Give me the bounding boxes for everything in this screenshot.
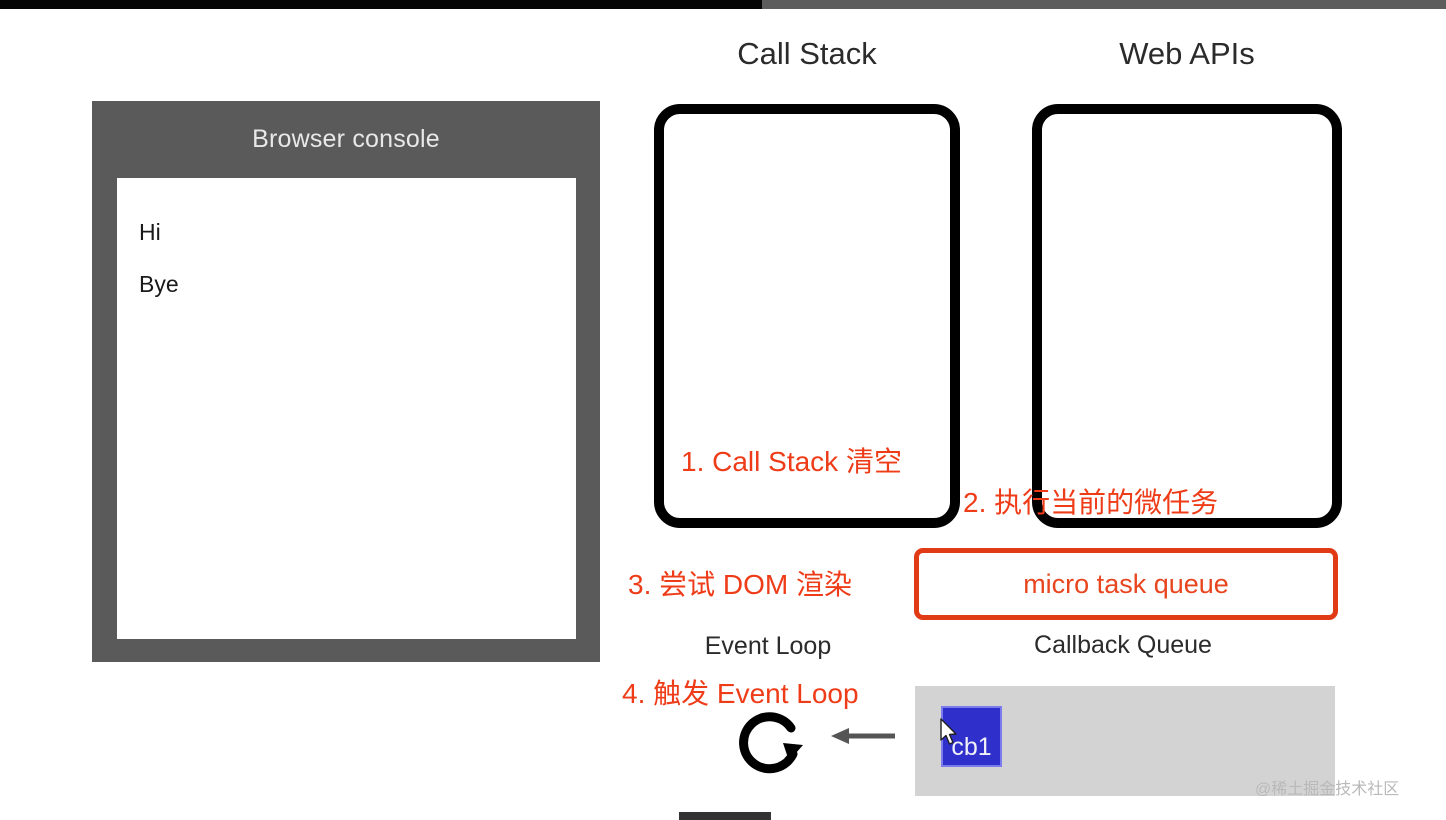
annotation-trigger-event-loop: 4. 触发 Event Loop: [622, 678, 859, 709]
event-loop-heading: Event Loop: [704, 632, 832, 660]
watermark: @稀土掘金技术社区: [1255, 781, 1400, 798]
browser-console-output: Hi Bye: [117, 178, 576, 639]
callback-queue-heading: Callback Queue: [1034, 631, 1212, 659]
micro-task-queue-label: micro task queue: [1023, 568, 1229, 599]
bottom-edge-nub: [679, 812, 771, 820]
console-log-line: Hi: [139, 219, 161, 245]
browser-console-title: Browser console: [252, 125, 440, 153]
annotation-run-microtasks: 2. 执行当前的微任务: [963, 487, 1219, 518]
top-edge-bar-gray: [762, 0, 1446, 9]
browser-console-panel: Browser console Hi Bye: [92, 101, 600, 662]
annotation-attempt-dom-render: 3. 尝试 DOM 渲染: [628, 569, 853, 600]
call-stack-heading: Call Stack: [737, 36, 877, 71]
callback-queue-tray: cb1: [915, 686, 1335, 796]
top-edge-bar-black: [0, 0, 762, 9]
callback-queue-item-label: cb1: [951, 733, 992, 761]
call-stack-box: [654, 104, 960, 528]
web-apis-heading: Web APIs: [1119, 36, 1255, 71]
console-log-line: Bye: [139, 271, 179, 297]
left-arrow-icon: [831, 727, 897, 745]
annotation-call-stack-cleared: 1. Call Stack 清空: [681, 446, 902, 477]
circular-arrow-icon: [731, 707, 813, 779]
callback-queue-item[interactable]: cb1: [941, 706, 1002, 767]
web-apis-box: [1032, 104, 1342, 528]
micro-task-queue-box: micro task queue: [914, 548, 1338, 620]
